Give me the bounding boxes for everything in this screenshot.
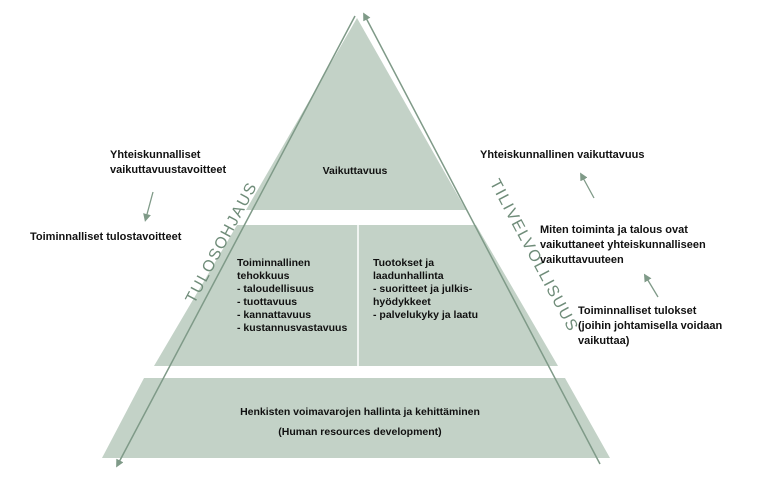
societal-goals-note: Yhteiskunnalliset vaikuttavuustavoitteet — [110, 149, 227, 176]
right-lower-arrow — [643, 273, 659, 298]
top-tier-label: Vaikuttavuus — [322, 165, 388, 177]
left-goals-arrow — [143, 191, 154, 222]
middle-left-label: Toiminnallinen tehokkuus - taloudellisuu… — [237, 257, 348, 334]
middle-right-label: Tuotokset ja laadunhallinta - suoritteet… — [373, 257, 479, 321]
operational-results-note: Toiminnalliset tulokset (joihin johtamis… — [578, 305, 723, 347]
operational-goals-note: Toiminnalliset tulostavoitteet — [30, 231, 182, 243]
bottom-tier-shape — [102, 378, 610, 458]
societal-effect-note: Yhteiskunnallinen vaikuttavuus — [480, 149, 645, 161]
bottom-tier-line2: (Human resources development) — [278, 426, 442, 438]
middle-tier-shape — [154, 225, 558, 366]
right-upper-arrow — [580, 172, 595, 199]
question-note: Miten toiminta ja talous ovat vaikuttane… — [540, 224, 706, 266]
top-tier-shape — [246, 18, 466, 210]
left-edge-arrow — [116, 15, 356, 468]
bottom-tier-line1: Henkisten voimavarojen hallinta ja kehit… — [240, 406, 480, 418]
right-edge-arrow — [363, 12, 601, 465]
